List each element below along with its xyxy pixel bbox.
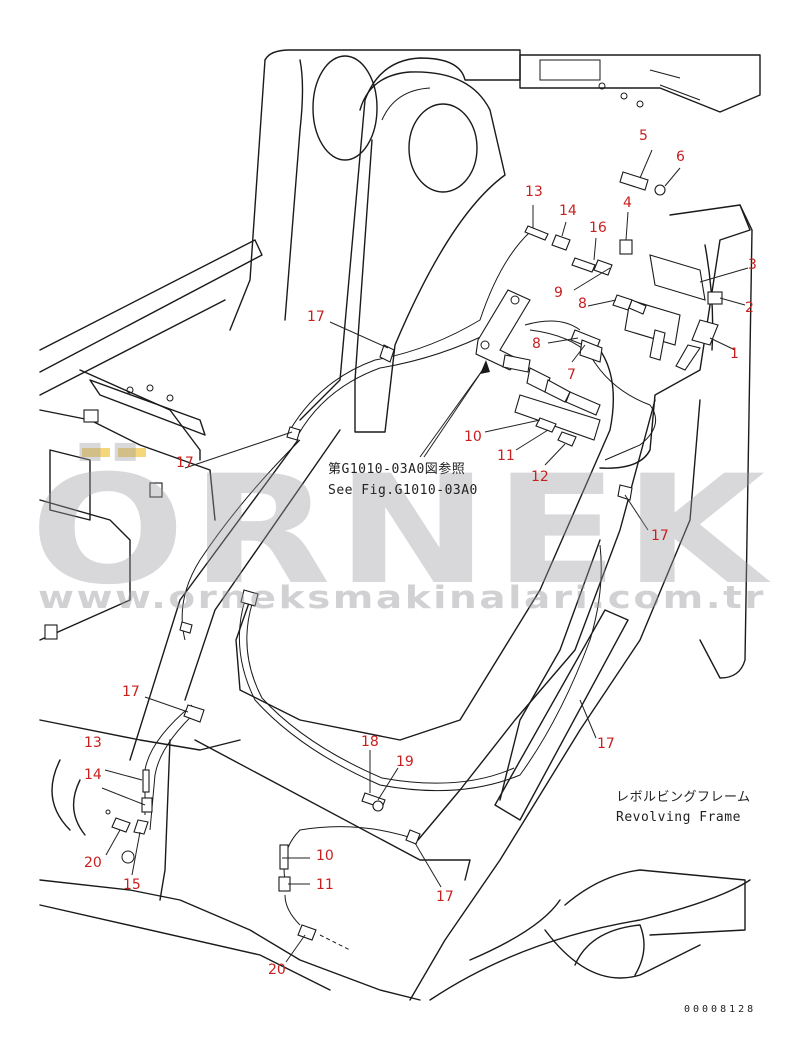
callout-17-e: 17: [597, 736, 615, 752]
callouts: 1 2 3 4 5 6 7 8 8 9 10 11 12 13 14 16 17…: [84, 128, 757, 978]
callout-19: 19: [396, 754, 414, 770]
piping: [144, 231, 657, 951]
callout-7: 7: [567, 367, 576, 383]
callout-5: 5: [639, 128, 648, 144]
callout-17-a: 17: [307, 309, 325, 325]
frame-label-jp: レボルビングフレーム: [616, 790, 751, 805]
callout-12: 12: [531, 469, 549, 485]
watermark: ÖRNEK www.orneksmakinalari.com.tr: [30, 442, 771, 618]
watermark-brand: ÖRNEK: [30, 442, 771, 618]
callout-10-lower: 10: [316, 848, 334, 864]
callout-14-lower: 14: [84, 767, 102, 783]
callout-20-left: 20: [84, 855, 102, 871]
callout-13-upper: 13: [525, 184, 543, 200]
see-fig-arrow: [480, 360, 490, 374]
callout-17-f: 17: [436, 889, 454, 905]
frame-label-en: Revolving Frame: [616, 810, 741, 825]
callout-1: 1: [730, 346, 739, 362]
callout-10-upper: 10: [464, 429, 482, 445]
watermark-accent: [82, 448, 110, 457]
callout-17-d: 17: [122, 684, 140, 700]
callout-4: 4: [623, 195, 632, 211]
callout-11-lower: 11: [316, 877, 334, 893]
callout-15: 15: [123, 877, 141, 893]
callout-3: 3: [748, 257, 757, 273]
watermark-url: www.orneksmakinalari.com.tr: [38, 580, 766, 616]
see-fig-note-jp: 第G1010-03A0図参照: [328, 461, 465, 477]
callout-13-lower: 13: [84, 735, 102, 751]
callout-8-lower: 8: [532, 336, 541, 352]
notes: 第G1010-03A0図参照 See Fig.G1010-03A0 レボルビング…: [328, 461, 756, 1015]
callout-11-upper: 11: [497, 448, 515, 464]
drawing-code: 00008128: [684, 1004, 756, 1015]
callout-8-upper: 8: [578, 296, 587, 312]
callout-17-c: 17: [651, 528, 669, 544]
components: [105, 171, 723, 941]
see-fig-note-en: See Fig.G1010-03A0: [328, 483, 478, 498]
leader-lines: [101, 149, 749, 963]
callout-6: 6: [676, 149, 685, 165]
callout-14-upper: 14: [559, 203, 577, 219]
watermark-accent: [118, 448, 146, 457]
frame-outline: [39, 49, 761, 1001]
callout-20-bottom: 20: [268, 962, 286, 978]
callout-2: 2: [745, 300, 754, 316]
callout-9: 9: [554, 285, 563, 301]
callout-18: 18: [361, 734, 379, 750]
callout-17-b: 17: [176, 455, 194, 471]
callout-16: 16: [589, 220, 607, 236]
